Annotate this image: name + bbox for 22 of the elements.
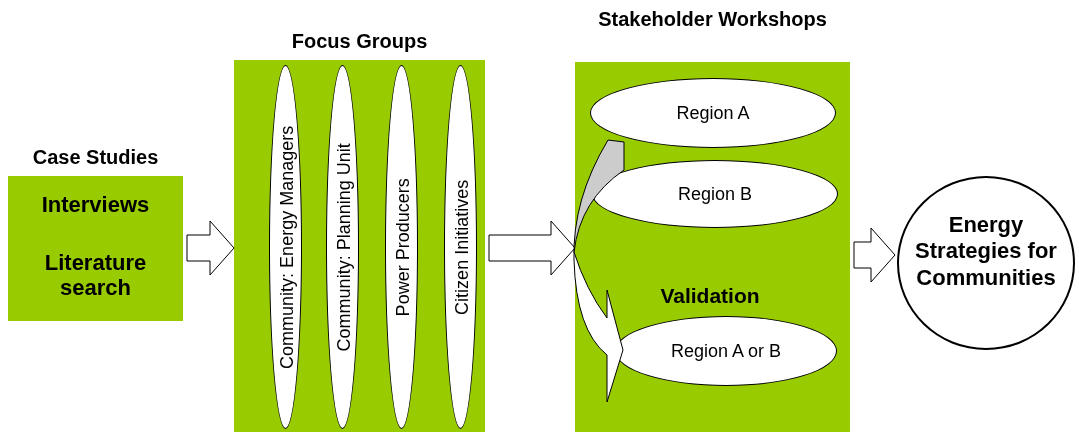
group-ellipse: [444, 65, 477, 429]
block-arrow: [853, 227, 896, 283]
group-label: Citizen Initiatives: [451, 178, 472, 317]
group-label: Community: Energy Managers: [276, 124, 297, 371]
section-heading: Focus Groups: [290, 30, 429, 53]
group-label: Community: Planning Unit: [333, 142, 354, 354]
method-label: Interviews: [40, 192, 151, 218]
curved-arrow: [573, 139, 625, 403]
block-arrow: [488, 220, 576, 276]
group-ellipse: [385, 65, 418, 429]
phase-label: Validation: [659, 284, 761, 309]
block-arrow: [186, 220, 235, 276]
region-label: Region A or B: [669, 341, 783, 362]
outcome-label: Energy Strategies for Communities: [914, 212, 1058, 292]
region-label: Region B: [676, 184, 754, 205]
group-label: Power Producers: [392, 177, 413, 319]
region-label: Region A: [675, 103, 751, 124]
section-heading: Stakeholder Workshops: [597, 8, 828, 31]
group-ellipse: [269, 65, 302, 429]
method-label: Literature search: [43, 250, 148, 301]
group-ellipse: [326, 65, 359, 429]
section-heading: Case Studies: [31, 146, 160, 169]
